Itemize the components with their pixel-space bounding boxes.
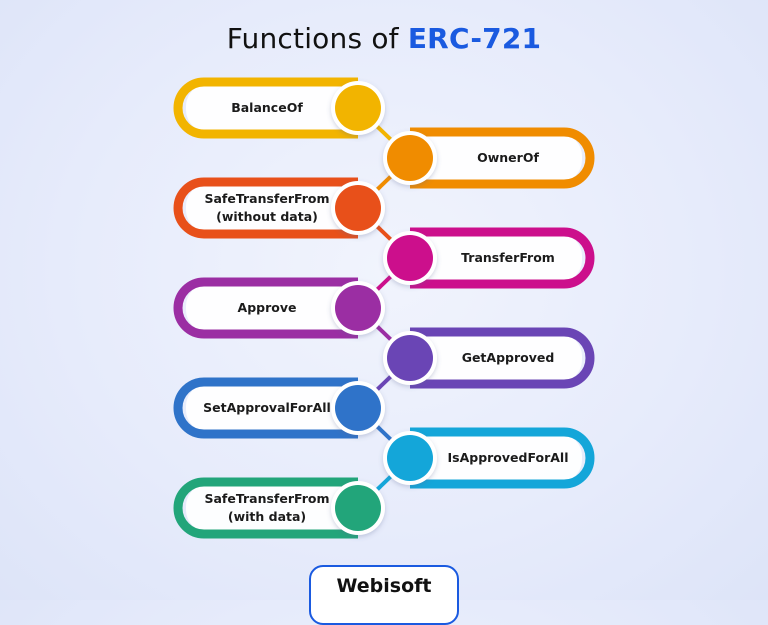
title-prefix: Functions of <box>226 22 399 55</box>
item-circle <box>387 235 433 281</box>
item-circle <box>387 435 433 481</box>
function-label-line: IsApprovedForAll <box>447 450 569 465</box>
page-title: Functions of ERC-721 <box>0 22 768 55</box>
item-panel <box>186 284 358 332</box>
function-label-line: Approve <box>237 300 297 315</box>
function-label-line: SetApprovalForAll <box>203 400 331 415</box>
title-accent: ERC-721 <box>407 22 542 55</box>
item-panel <box>410 334 582 382</box>
function-label-line: GetApproved <box>461 350 555 365</box>
function-label: GetApproved <box>433 349 583 367</box>
function-label: TransferFrom <box>433 249 583 267</box>
function-label-line: BalanceOf <box>231 100 303 115</box>
item-panel <box>186 184 358 232</box>
item-bracket <box>410 327 595 389</box>
item-circle <box>335 385 381 431</box>
item-circle <box>335 85 381 131</box>
erc721-functions-diagram <box>173 77 595 539</box>
item-panel <box>410 434 582 482</box>
item-circle <box>387 335 433 381</box>
function-label: SafeTransferFrom (with data) <box>192 490 342 526</box>
function-label-line: TransferFrom <box>461 250 555 265</box>
item-bracket <box>410 227 595 289</box>
item-circle <box>335 185 381 231</box>
brand-name: Webisoft <box>336 575 432 597</box>
item-bracket <box>173 377 358 439</box>
item-panel <box>410 134 582 182</box>
item-bracket <box>410 127 595 189</box>
item-circle <box>335 285 381 331</box>
item-bracket <box>173 177 358 239</box>
item-bracket <box>173 77 358 139</box>
item-panel <box>410 234 582 282</box>
function-label-line: SafeTransferFrom <box>204 491 330 506</box>
function-label: BalanceOf <box>192 99 342 117</box>
item-panel <box>186 484 358 532</box>
function-label: SetApprovalForAll <box>192 399 342 417</box>
function-label: SafeTransferFrom (without data) <box>192 190 342 226</box>
item-circle <box>387 135 433 181</box>
item-bracket <box>173 477 358 539</box>
function-label: IsApprovedForAll <box>433 449 583 467</box>
function-label-line: (with data) <box>227 509 307 524</box>
item-bracket <box>173 277 358 339</box>
function-label: Approve <box>192 299 342 317</box>
item-panel <box>186 384 358 432</box>
function-label: OwnerOf <box>433 149 583 167</box>
function-label-line: OwnerOf <box>477 150 539 165</box>
item-panel <box>186 84 358 132</box>
function-label-line: SafeTransferFrom <box>204 191 330 206</box>
item-bracket <box>410 427 595 489</box>
function-label-line: (without data) <box>216 209 318 224</box>
brand-badge: Webisoft <box>309 565 459 625</box>
item-circle <box>335 485 381 531</box>
